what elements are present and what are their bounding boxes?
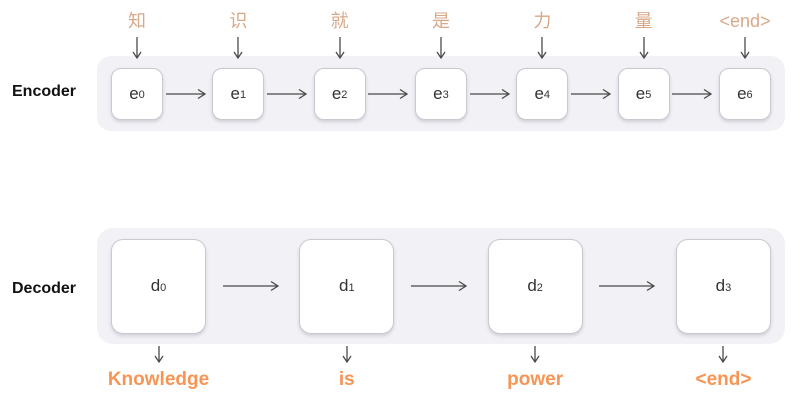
down-arrow-icon [233,37,243,60]
down-arrow-icon [718,346,729,364]
down-arrow-icon [639,37,649,60]
input-token: 就 [330,11,349,31]
down-arrow-icon [342,346,352,364]
right-arrow-icon [266,88,308,99]
right-arrow-icon [672,88,713,99]
encoder-input-arrows-row [97,36,785,64]
right-arrow-icon [222,280,279,292]
down-arrow-icon [537,37,547,60]
encoder-input-tokens-row: 知 识 就 是 力 量 <end> [97,8,785,34]
output-token: <end> [695,369,752,390]
input-token: 知 [128,11,146,31]
output-token: power [507,369,564,390]
decoder-output-tokens-row: Knowledge is power <end> [97,368,785,392]
down-arrow-icon [153,346,164,364]
right-arrow-icon [469,88,510,99]
right-arrow-icon [599,280,656,292]
down-arrow-icon [740,37,750,60]
down-arrow-icon [530,346,540,364]
input-token: 力 [533,11,552,31]
decoder-label: Decoder [12,280,77,297]
input-token: 量 [634,11,653,31]
decoder-output-arrows-row [97,346,785,368]
right-arrow-icon [368,88,409,99]
input-token: <end> [719,11,771,31]
encoder-label: Encoder [12,83,77,100]
right-arrow-icon [570,88,612,99]
right-arrow-icon [165,88,206,99]
down-arrow-icon [335,37,345,60]
down-arrow-icon [436,37,446,60]
output-token: is [338,369,355,390]
right-arrow-icon [410,280,468,292]
down-arrow-icon [132,37,142,60]
input-token: 识 [229,11,248,31]
output-token: Knowledge [107,369,210,390]
input-token: 是 [431,11,450,31]
